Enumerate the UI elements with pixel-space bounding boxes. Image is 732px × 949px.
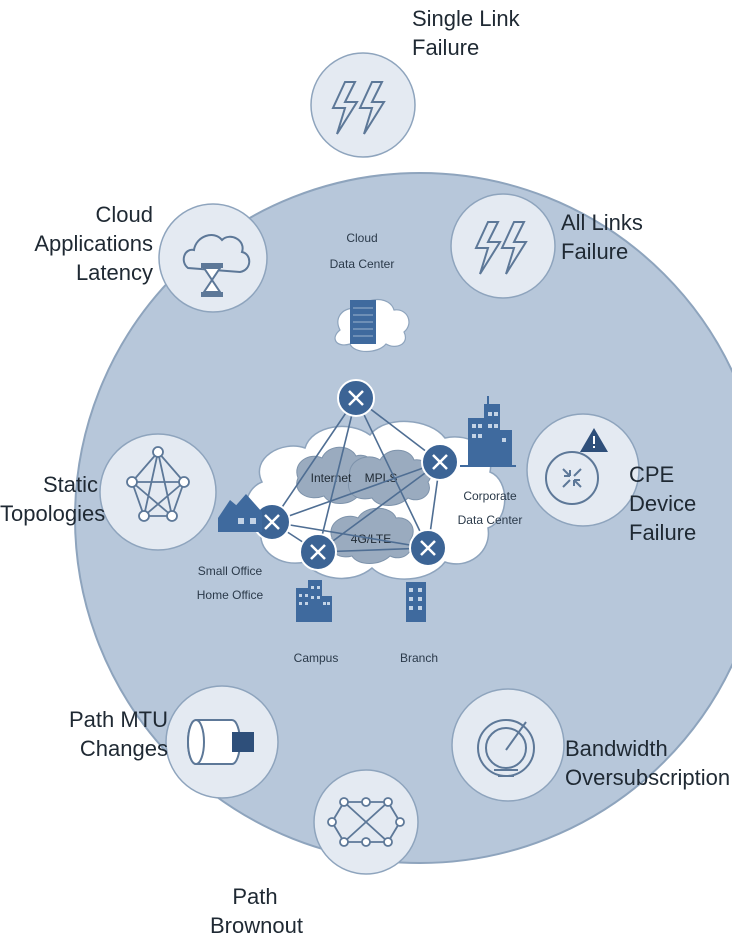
mesh-network-icon xyxy=(327,797,405,847)
cpe-device-failure-label: CPE Device Failure xyxy=(629,460,732,547)
router-corporate-dc-icon xyxy=(421,443,459,481)
home-office-icon xyxy=(218,494,262,532)
path-brownout-node xyxy=(313,769,419,875)
warning-triangle-icon xyxy=(580,428,608,452)
small-office-label-line1: Small Office xyxy=(198,564,263,578)
branch-building-icon xyxy=(406,582,426,622)
single-link-failure-label: Single Link Failure xyxy=(412,4,520,62)
label-line: Latency xyxy=(75,260,153,285)
path-mtu-changes-node xyxy=(165,685,279,799)
cloud-data-center-icon xyxy=(334,298,410,353)
corporate-dc-label-line2: Data Center xyxy=(458,513,523,527)
internet-label: Internet xyxy=(311,471,352,485)
cloud-dc-label-line2: Data Center xyxy=(330,257,395,271)
path-mtu-changes-label: Path MTU Changes xyxy=(40,705,168,763)
gauge-icon xyxy=(477,719,535,777)
mpls-label: MPLS xyxy=(365,471,398,485)
label-line: Failure xyxy=(561,239,629,264)
cloud-applications-latency-node xyxy=(158,203,268,313)
lightning-bolt-icon xyxy=(474,221,528,275)
label-line: Path MTU xyxy=(68,707,168,732)
cloud-dc-label-line1: Cloud xyxy=(346,231,377,245)
mpls-cloud xyxy=(348,449,432,506)
branch-label: Branch xyxy=(400,651,438,665)
router-outline-icon xyxy=(545,451,599,505)
cloud-applications-latency-label: Cloud Applications Latency xyxy=(20,200,153,287)
pentagon-topology-icon xyxy=(126,446,190,522)
all-links-failure-label: All Links Failure xyxy=(561,208,643,266)
corporate-data-center-icon xyxy=(460,396,516,467)
label-line: Failure xyxy=(412,35,480,60)
router-campus-icon xyxy=(299,533,337,571)
router-branch-icon xyxy=(409,529,447,567)
corporate-dc-label-line1: Corporate xyxy=(463,489,517,503)
label-line: Failure xyxy=(629,520,697,545)
label-line: CPE Device xyxy=(629,462,697,516)
label-line: Oversubscription xyxy=(565,765,731,790)
campus-label: Campus xyxy=(294,651,339,665)
bandwidth-oversubscription-node xyxy=(451,688,565,802)
label-line: Applications xyxy=(34,231,153,256)
router-cloud-dc-icon xyxy=(337,379,375,417)
label-line: Single Link xyxy=(412,6,520,31)
cable-icon xyxy=(187,719,254,765)
small-office-label-line2: Home Office xyxy=(197,588,264,602)
label-line: All Links xyxy=(561,210,643,235)
label-line: Brownout xyxy=(210,913,303,938)
cloud-hourglass-icon xyxy=(182,234,251,297)
label-line: Cloud xyxy=(95,202,153,227)
path-brownout-label: Path Brownout xyxy=(210,882,303,940)
static-topologies-node xyxy=(99,433,217,551)
label-line: Topologies xyxy=(0,501,106,526)
cpe-device-failure-node xyxy=(526,413,640,527)
label-line: Path xyxy=(232,884,278,909)
label-line: Changes xyxy=(79,736,168,761)
lightning-bolt-icon xyxy=(331,81,386,135)
bandwidth-oversubscription-label: Bandwidth Oversubscription xyxy=(565,734,730,792)
campus-building-icon xyxy=(296,580,332,622)
static-topologies-label: Static Topologies xyxy=(0,470,106,528)
label-line: Bandwidth xyxy=(565,736,668,761)
single-link-failure-node xyxy=(310,52,416,158)
all-links-failure-node xyxy=(450,193,556,299)
label-line: Static xyxy=(42,472,98,497)
